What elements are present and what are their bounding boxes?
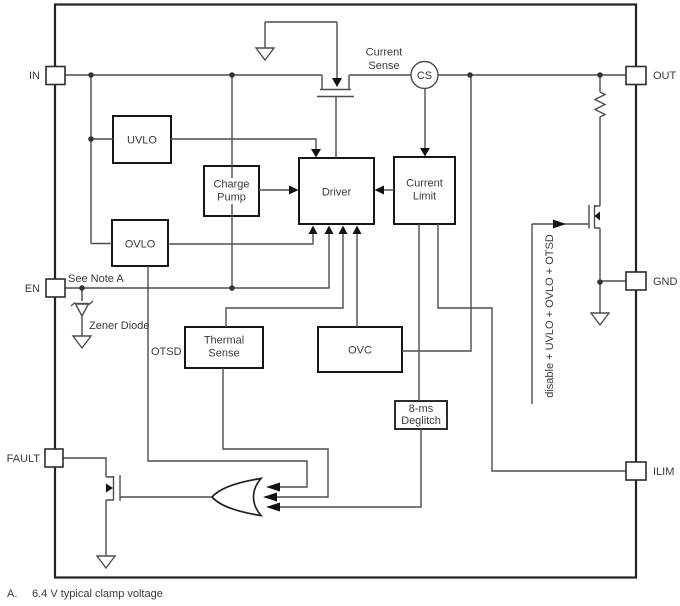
thermal-sense-label-1: Thermal xyxy=(204,335,244,347)
pin-in: IN xyxy=(29,65,66,86)
cs-label: CS xyxy=(417,70,432,82)
pin-ilim-label: ILIM xyxy=(653,466,674,478)
deglitch-block: 8-ms Deglitch xyxy=(394,400,448,430)
arrow-fault-fet-body xyxy=(106,483,113,493)
ground-icon xyxy=(72,335,92,349)
current-limit-block: Current Limit xyxy=(393,156,456,225)
junction-dots xyxy=(79,72,603,291)
arrow-en-driver xyxy=(324,225,334,234)
arrowheads xyxy=(106,78,600,512)
arrow-current-limit-driver xyxy=(374,185,384,195)
ovlo-block: OVLO xyxy=(111,219,169,267)
current-sense-caption-1: Current xyxy=(366,47,403,59)
fault-fet-symbol xyxy=(63,457,121,556)
deglitch-label-2: Deglitch xyxy=(401,415,441,427)
pass-fet-symbol xyxy=(317,75,354,98)
resistor-icon xyxy=(593,91,607,118)
pin-fault-label: FAULT xyxy=(7,453,41,465)
wire-ovlo-out xyxy=(168,234,314,245)
current-limit-label-1: Current xyxy=(406,178,443,190)
otsd-label: OTSD xyxy=(151,346,182,358)
current-sense-bubble: CS xyxy=(410,60,439,90)
zener-diode-label: Zener Diode xyxy=(89,320,150,332)
arrow-discharge-fet-body xyxy=(594,211,600,221)
current-limit-label-2: Limit xyxy=(413,191,436,203)
uvlo-block: UVLO xyxy=(112,115,172,164)
ground-icon xyxy=(255,47,275,61)
pin-ilim: ILIM xyxy=(625,461,674,481)
junction-dot xyxy=(88,136,94,142)
junction-dot xyxy=(229,285,235,291)
junction-dot xyxy=(597,279,603,285)
ovc-label: OVC xyxy=(348,345,372,357)
see-note-label: See Note A xyxy=(68,273,124,285)
or-gate-icon xyxy=(210,477,264,517)
charge-pump-label-1: Charge xyxy=(213,179,249,191)
pin-out: OUT xyxy=(625,65,677,86)
arrow-cs-current-limit xyxy=(420,148,430,157)
arrow-body-drop xyxy=(332,78,342,87)
junction-dot xyxy=(597,72,603,78)
wire-thermal-to-or xyxy=(222,368,329,498)
arrow-charge-pump-driver xyxy=(289,185,299,195)
arrow-thermal-driver xyxy=(338,225,348,234)
arrow-or-input-2 xyxy=(263,492,277,502)
pin-fault: FAULT xyxy=(7,448,64,468)
wire-uvlo-ovlo-input xyxy=(90,75,113,245)
wire-en xyxy=(65,234,330,289)
ovlo-label: OVLO xyxy=(125,239,156,251)
zener-diode-icon xyxy=(70,300,94,318)
wire-top-body-rail xyxy=(264,21,337,48)
gate-signal-label: disable + UVLO + OVLO + OTSD xyxy=(544,234,556,398)
arrow-gate-signal xyxy=(553,219,566,229)
wire-cl-to-ilim xyxy=(437,224,626,472)
wire-otsd-to-or xyxy=(147,266,308,488)
uvlo-label: UVLO xyxy=(127,135,157,147)
pin-in-label: IN xyxy=(29,70,40,82)
arrow-ovc-driver xyxy=(352,225,362,234)
pin-gnd-label: GND xyxy=(653,276,678,288)
driver-block: Driver xyxy=(298,157,375,225)
wire-deglitch-to-or xyxy=(280,429,422,508)
arrow-or-input-1 xyxy=(266,482,280,492)
ovc-block: OVC xyxy=(317,326,403,373)
charge-pump-label-2: Pump xyxy=(217,192,246,204)
junction-dot xyxy=(229,72,235,78)
wire-uvlo-out xyxy=(171,138,317,149)
junction-dot xyxy=(467,72,473,78)
ground-icon xyxy=(96,555,116,569)
thermal-sense-block: Thermal Sense xyxy=(184,326,264,369)
ground-icon xyxy=(590,312,610,326)
arrow-or-input-3 xyxy=(266,502,280,512)
current-sense-caption-2: Sense xyxy=(368,60,399,72)
pin-en: EN xyxy=(25,278,66,298)
junction-dot xyxy=(88,72,94,78)
discharge-fet-symbol xyxy=(588,205,601,313)
arrow-into-driver-top xyxy=(311,149,321,158)
deglitch-label-1: 8-ms xyxy=(409,403,434,415)
pin-gnd: GND xyxy=(625,271,678,291)
driver-label: Driver xyxy=(322,187,352,199)
footnote-prefix: A. xyxy=(7,588,17,600)
junction-dot xyxy=(79,285,85,291)
wires xyxy=(63,21,626,556)
charge-pump-labels: Charge Pump xyxy=(212,178,252,204)
pin-out-label: OUT xyxy=(653,70,677,82)
pin-en-label: EN xyxy=(25,283,40,295)
wire-ovc-sense xyxy=(402,75,472,352)
thermal-sense-label-2: Sense xyxy=(208,348,239,360)
footnote-text: 6.4 V typical clamp voltage xyxy=(32,588,163,600)
arrow-ovlo-driver xyxy=(308,225,318,234)
wire-thermal-to-driver xyxy=(225,234,344,327)
